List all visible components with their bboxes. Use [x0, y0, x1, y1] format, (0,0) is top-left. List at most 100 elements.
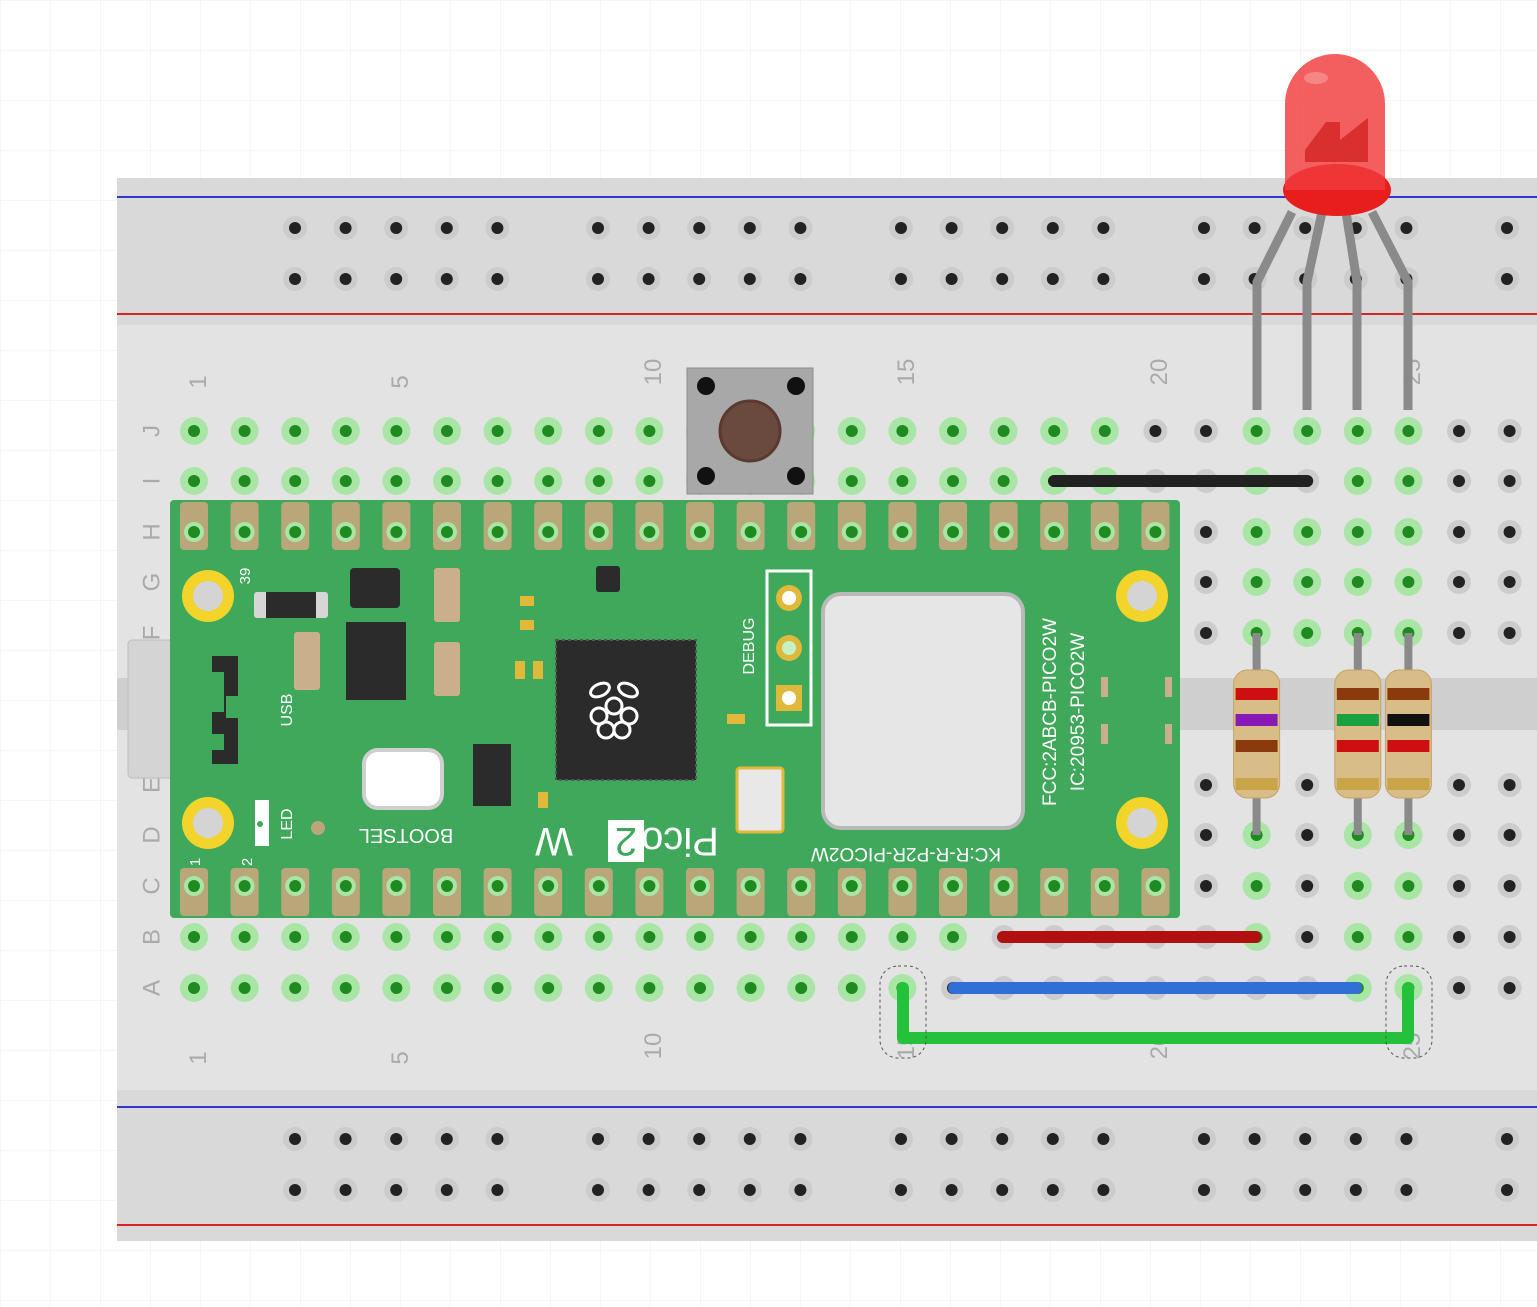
pico-pin[interactable]: [1048, 526, 1061, 538]
rail-hole[interactable]: [794, 1184, 807, 1196]
resistor[interactable]: [1384, 633, 1432, 835]
breadboard-hole-connected[interactable]: [1402, 475, 1415, 487]
breadboard-hole-connected[interactable]: [441, 982, 453, 994]
breadboard-hole-connected[interactable]: [1250, 526, 1263, 538]
breadboard-hole-connected[interactable]: [845, 475, 858, 487]
pico-pin[interactable]: [947, 526, 959, 538]
pico-pin[interactable]: [188, 526, 200, 538]
push-button-cap[interactable]: [718, 399, 782, 463]
breadboard-hole-connected[interactable]: [238, 475, 251, 487]
breadboard-hole[interactable]: [1503, 982, 1516, 994]
breadboard-hole-connected[interactable]: [441, 475, 453, 487]
rail-hole[interactable]: [693, 273, 706, 285]
breadboard-hole[interactable]: [1453, 627, 1465, 639]
bootsel-button[interactable]: [362, 748, 444, 810]
pico-pin[interactable]: [1149, 880, 1162, 892]
rail-hole[interactable]: [996, 1133, 1009, 1145]
breadboard-hole-connected[interactable]: [795, 982, 808, 994]
rail-hole[interactable]: [592, 273, 604, 285]
rail-hole[interactable]: [1299, 222, 1312, 234]
rail-hole[interactable]: [289, 1184, 301, 1196]
pico-pin[interactable]: [289, 880, 302, 892]
rail-hole[interactable]: [693, 1133, 706, 1145]
breadboard-hole[interactable]: [1453, 931, 1465, 943]
rail-hole[interactable]: [895, 1184, 907, 1196]
rail-hole[interactable]: [794, 222, 807, 234]
breadboard-hole-connected[interactable]: [1250, 880, 1263, 892]
rail-hole[interactable]: [1400, 1184, 1413, 1196]
breadboard-hole-connected[interactable]: [592, 982, 605, 994]
rail-hole[interactable]: [945, 222, 958, 234]
rail-hole[interactable]: [895, 1133, 907, 1145]
breadboard-hole-connected[interactable]: [339, 931, 352, 943]
rail-hole[interactable]: [1400, 1133, 1413, 1145]
rail-hole[interactable]: [1248, 1184, 1261, 1196]
breadboard-hole-connected[interactable]: [390, 982, 403, 994]
pico-pin[interactable]: [643, 880, 656, 892]
breadboard-hole-connected[interactable]: [1402, 526, 1415, 538]
breadboard-hole-connected[interactable]: [795, 931, 808, 943]
pico-pin[interactable]: [289, 526, 302, 538]
rail-hole[interactable]: [1046, 1184, 1059, 1196]
breadboard-hole-connected[interactable]: [997, 425, 1010, 437]
rail-hole[interactable]: [693, 1184, 706, 1196]
pico-pin[interactable]: [795, 526, 808, 538]
rail-hole[interactable]: [1248, 222, 1261, 234]
breadboard-hole[interactable]: [1503, 475, 1516, 487]
breadboard-hole[interactable]: [1301, 880, 1314, 892]
breadboard-hole-connected[interactable]: [238, 982, 251, 994]
breadboard-hole-connected[interactable]: [542, 475, 555, 487]
breadboard-hole-connected[interactable]: [441, 931, 453, 943]
rail-hole[interactable]: [289, 222, 301, 234]
pico-pin[interactable]: [592, 526, 605, 538]
rail-hole[interactable]: [289, 1133, 301, 1145]
breadboard-hole-connected[interactable]: [1098, 425, 1111, 437]
breadboard-hole-connected[interactable]: [1048, 425, 1061, 437]
breadboard-hole[interactable]: [1200, 627, 1212, 639]
breadboard-hole-connected[interactable]: [542, 425, 555, 437]
breadboard-hole[interactable]: [1503, 931, 1516, 943]
rail-hole[interactable]: [996, 222, 1009, 234]
pico-pin[interactable]: [1098, 880, 1111, 892]
rail-hole[interactable]: [1198, 1133, 1210, 1145]
pico-2w-board[interactable]: 39 1 2 USB LED BOOTSEL DEBUG FCC:2ABCB-P…: [127, 500, 1180, 918]
breadboard-hole[interactable]: [1453, 576, 1465, 588]
breadboard-hole-connected[interactable]: [643, 425, 656, 437]
rail-hole[interactable]: [1501, 1133, 1513, 1145]
breadboard-hole-connected[interactable]: [896, 475, 909, 487]
breadboard-hole-connected[interactable]: [1402, 880, 1415, 892]
breadboard-hole-connected[interactable]: [997, 475, 1010, 487]
rail-hole[interactable]: [1501, 1184, 1513, 1196]
breadboard-hole-connected[interactable]: [1301, 576, 1314, 588]
breadboard-hole[interactable]: [1200, 526, 1212, 538]
breadboard-hole-connected[interactable]: [1351, 526, 1364, 538]
rail-hole[interactable]: [1046, 222, 1059, 234]
rail-hole[interactable]: [642, 1184, 655, 1196]
rail-hole[interactable]: [743, 1184, 756, 1196]
rail-hole[interactable]: [794, 273, 807, 285]
breadboard-hole-connected[interactable]: [1301, 425, 1314, 437]
rail-hole[interactable]: [1299, 1184, 1312, 1196]
rail-hole[interactable]: [440, 1133, 453, 1145]
rail-hole[interactable]: [945, 273, 958, 285]
breadboard-hole[interactable]: [1453, 526, 1465, 538]
rail-hole[interactable]: [339, 273, 352, 285]
rail-hole[interactable]: [794, 1133, 807, 1145]
breadboard-hole-connected[interactable]: [643, 982, 656, 994]
rail-hole[interactable]: [1501, 222, 1513, 234]
breadboard-hole-connected[interactable]: [289, 475, 302, 487]
rail-hole[interactable]: [491, 273, 504, 285]
breadboard-hole-connected[interactable]: [947, 475, 959, 487]
pico-pin[interactable]: [339, 880, 352, 892]
rail-hole[interactable]: [996, 1184, 1009, 1196]
rail-hole[interactable]: [895, 273, 907, 285]
breadboard-hole-connected[interactable]: [1351, 931, 1364, 943]
pico-pin[interactable]: [997, 526, 1010, 538]
breadboard-hole-connected[interactable]: [744, 931, 757, 943]
rail-hole[interactable]: [1400, 222, 1413, 234]
breadboard-hole[interactable]: [1503, 779, 1516, 791]
breadboard-hole[interactable]: [1503, 880, 1516, 892]
rail-hole[interactable]: [491, 1133, 504, 1145]
wire-green[interactable]: [897, 982, 1414, 1044]
pico-pin[interactable]: [694, 880, 706, 892]
